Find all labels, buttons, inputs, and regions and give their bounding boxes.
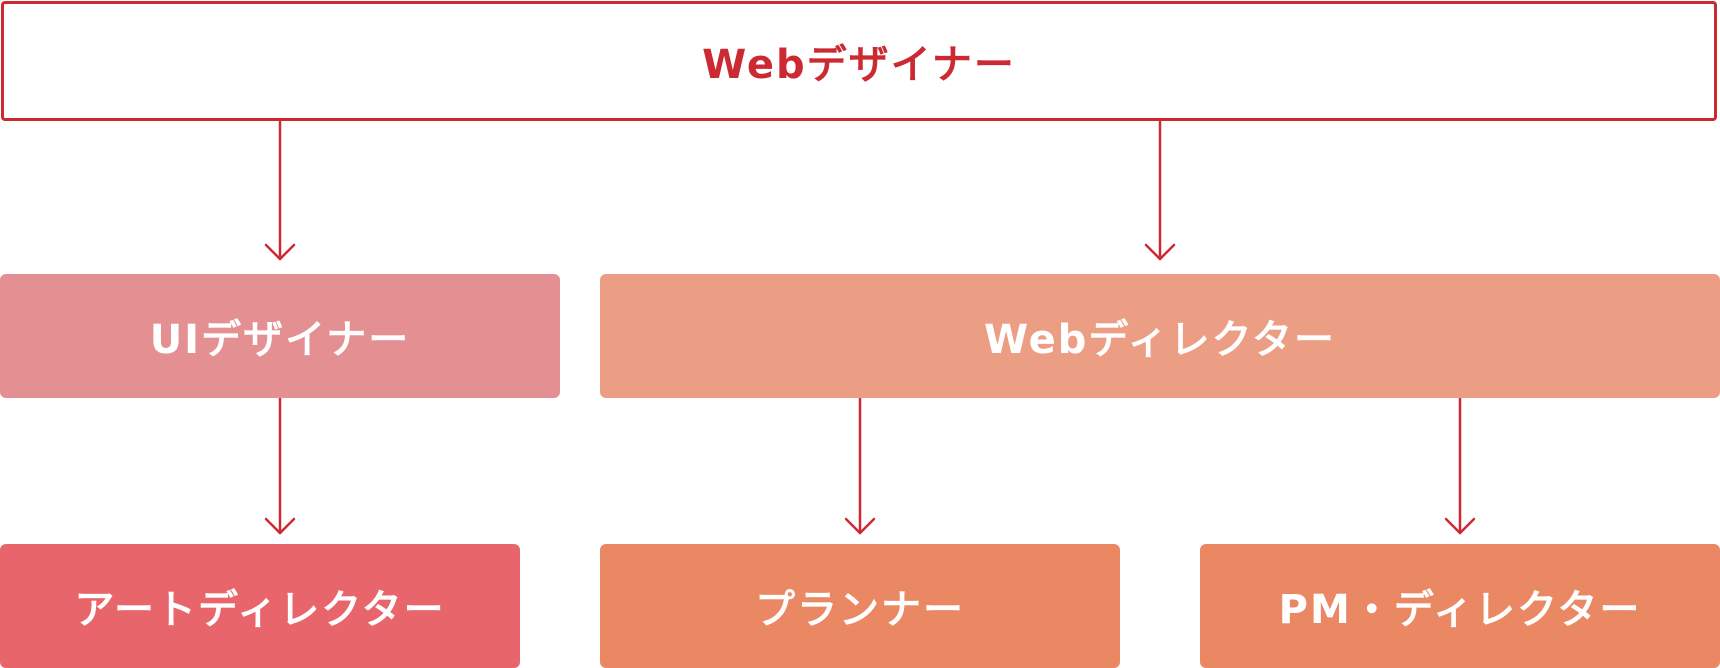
node-pm-director-label: PM・ディレクター — [1278, 587, 1642, 633]
node-ui-designer-label: UIデザイナー — [149, 317, 411, 363]
node-web-director-label: Webディレクター — [983, 317, 1337, 363]
arrow-root-to-ui-designer — [264, 120, 296, 261]
node-art-director: アートディレクター — [0, 544, 520, 668]
arrow-ui-designer-to-art-director — [264, 396, 296, 535]
node-planner-label: プランナー — [755, 587, 965, 633]
node-pm-director: PM・ディレクター — [1200, 544, 1720, 668]
node-web-designer-label: Webデザイナー — [702, 42, 1016, 88]
arrow-web-director-to-pm-director — [1444, 396, 1476, 535]
node-art-director-label: アートディレクター — [74, 587, 446, 633]
arrow-root-to-web-director — [1144, 120, 1176, 261]
node-ui-designer: UIデザイナー — [0, 274, 560, 398]
node-planner: プランナー — [600, 544, 1120, 668]
arrow-web-director-to-planner — [844, 396, 876, 535]
node-web-designer: Webデザイナー — [1, 1, 1717, 121]
node-web-director: Webディレクター — [600, 274, 1720, 398]
